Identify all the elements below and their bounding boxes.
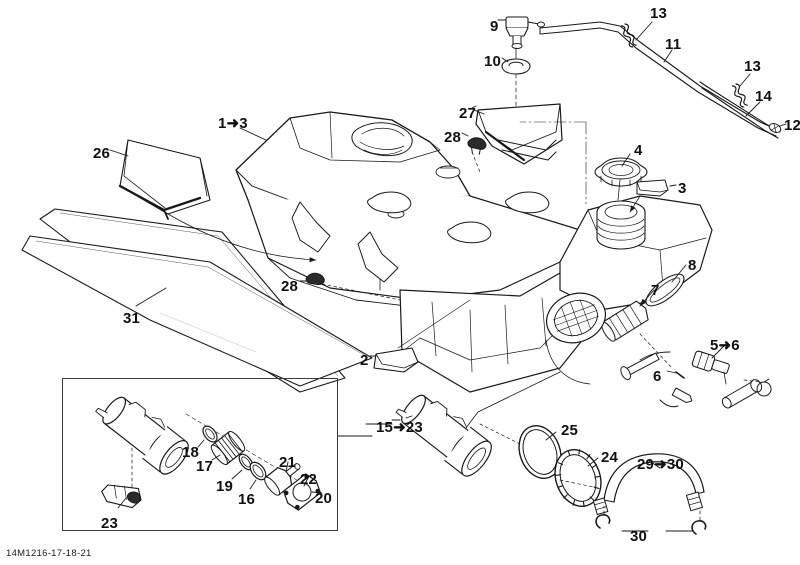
callout-31: 31 bbox=[123, 310, 141, 327]
callout-9: 9 bbox=[490, 18, 499, 35]
callout-5-to-6: 5➜6 bbox=[710, 337, 740, 354]
callout-19: 19 bbox=[216, 478, 234, 495]
callout-13: 13 bbox=[744, 58, 762, 75]
callout-17: 17 bbox=[196, 458, 214, 475]
callout-28: 28 bbox=[444, 129, 462, 146]
callout-20: 20 bbox=[315, 490, 333, 507]
callout-22: 22 bbox=[300, 471, 318, 488]
callout-21: 21 bbox=[279, 454, 297, 471]
callout-14: 14 bbox=[755, 88, 773, 105]
callout-28: 28 bbox=[281, 278, 299, 295]
callout-30: 30 bbox=[630, 528, 648, 545]
callout-1-to-3: 1➜3 bbox=[218, 115, 248, 132]
callout-27: 27 bbox=[459, 105, 477, 122]
callout-13: 13 bbox=[650, 5, 668, 22]
callout-16: 16 bbox=[238, 491, 256, 508]
callout-10: 10 bbox=[484, 53, 502, 70]
callout-29-to-30: 29➜30 bbox=[637, 456, 684, 473]
callout-4: 4 bbox=[634, 142, 643, 159]
sheet-code: 14M1216-17-18-21 bbox=[6, 548, 92, 559]
callout-11: 11 bbox=[665, 36, 682, 53]
callout-7: 7 bbox=[651, 282, 660, 299]
callout-23: 23 bbox=[101, 515, 119, 532]
callout-8: 8 bbox=[688, 257, 697, 274]
callout-2: 2 bbox=[360, 352, 369, 369]
callout-26: 26 bbox=[93, 145, 111, 162]
callout-15-to-23: 15➜23 bbox=[376, 419, 423, 436]
callout-24: 24 bbox=[601, 449, 619, 466]
callout-12: 12 bbox=[784, 117, 800, 134]
callout-3: 3 bbox=[678, 180, 687, 197]
fuel-pump-detail-box bbox=[62, 378, 338, 531]
callout-18: 18 bbox=[182, 444, 200, 461]
callout-25: 25 bbox=[561, 422, 579, 439]
callout-6: 6 bbox=[653, 368, 662, 385]
